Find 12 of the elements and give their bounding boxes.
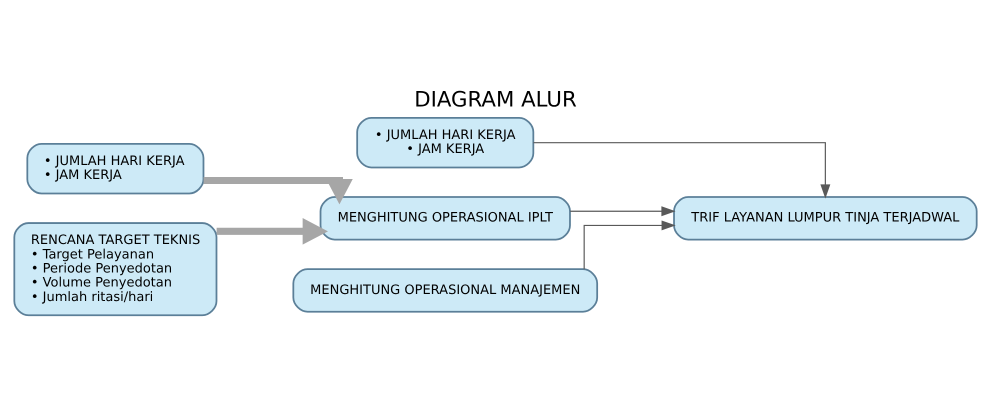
node-box: TRIF LAYANAN LUMPUR TINJA TERJADWAL	[673, 196, 978, 240]
arrow	[216, 218, 328, 245]
arrow	[533, 142, 830, 199]
node-box: • JUMLAH HARI KERJA • JAM KERJA	[356, 116, 534, 168]
arrow	[584, 220, 676, 270]
node-box: RENCANA TARGET TEKNIS • Target Pelayanan • Periode Penyedotan • Volume Penyedotan • Jumlah ritasi/hari	[13, 222, 218, 316]
arrow	[570, 206, 676, 216]
arrow	[204, 176, 353, 204]
node-box: MENGHITUNG OPERASIONAL IPLT	[320, 196, 571, 240]
node-box: • JUMLAH HARI KERJA • JAM KERJA	[26, 142, 204, 194]
diagram-title: DIAGRAM ALUR	[414, 87, 577, 112]
node-box: MENGHITUNG OPERASIONAL MANAJEMEN	[292, 268, 598, 313]
